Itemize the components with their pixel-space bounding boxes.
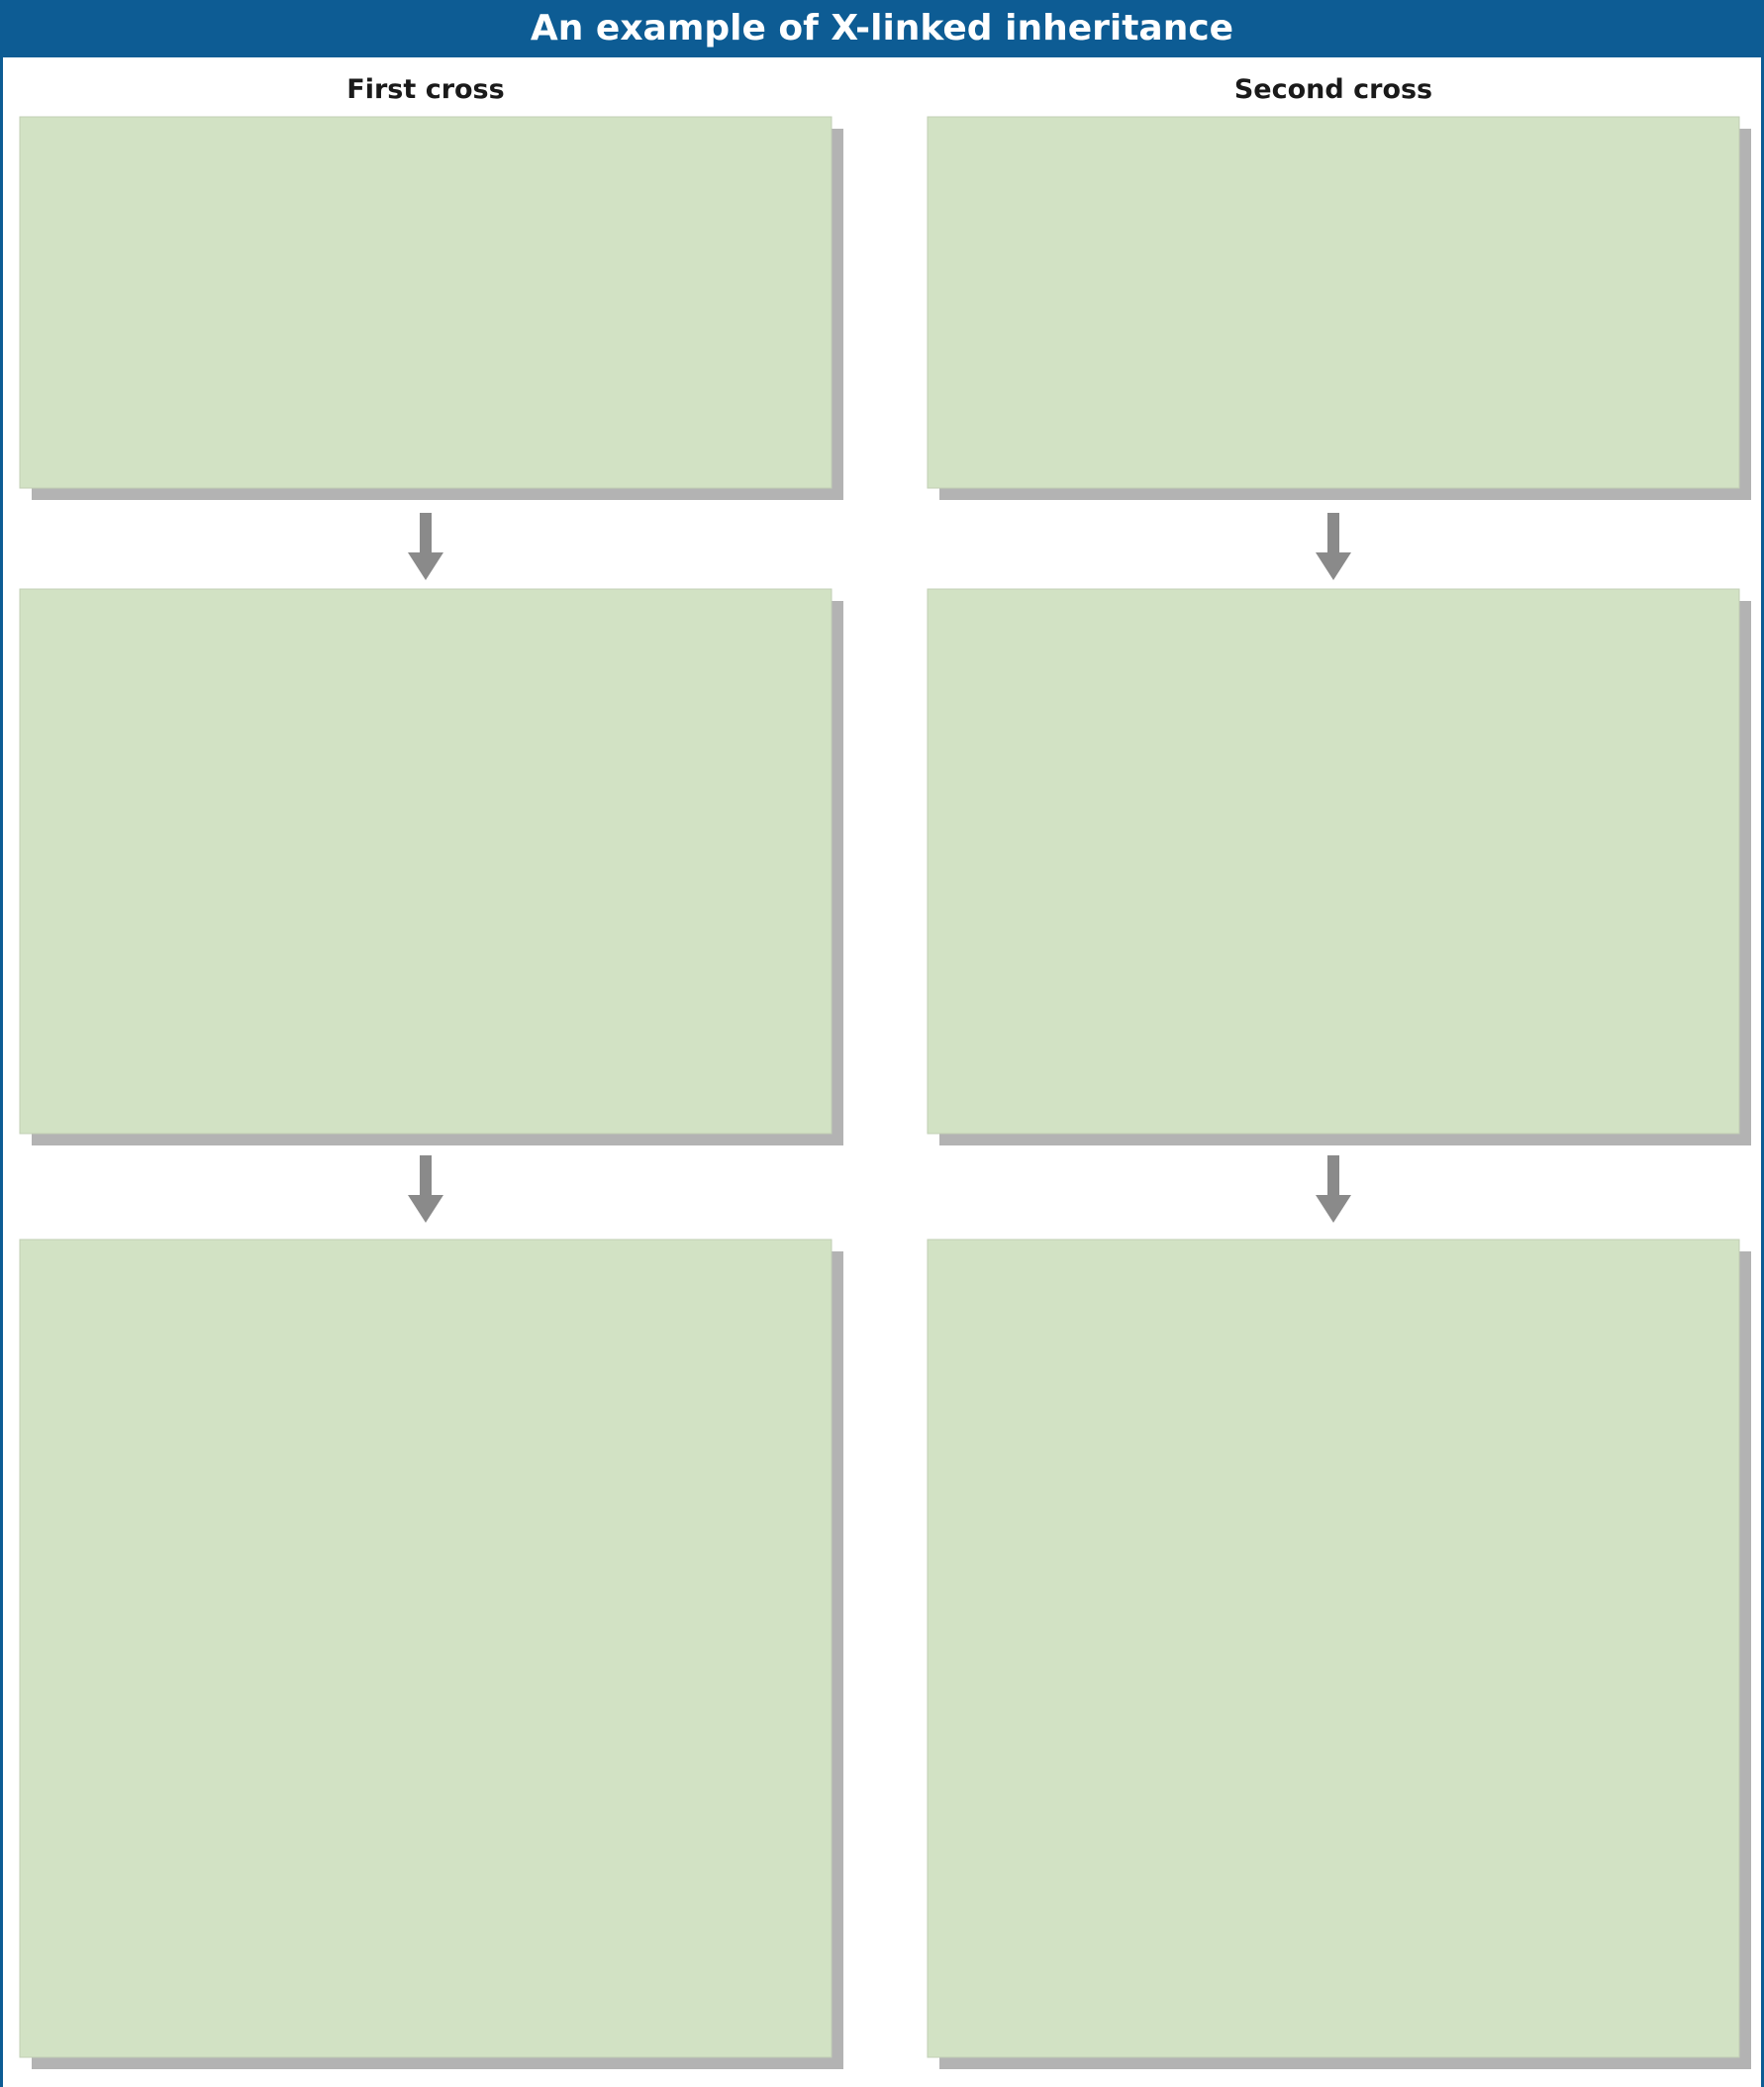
arrow-head — [408, 1195, 443, 1223]
first-cross-heading: First cross — [346, 74, 504, 105]
down-arrow — [408, 513, 443, 580]
second-cross-heading: Second cross — [1234, 74, 1432, 105]
down-arrow — [1316, 513, 1351, 580]
arrow-head — [408, 552, 443, 580]
down-arrow — [1316, 1155, 1351, 1223]
p-panel — [19, 116, 833, 489]
down-arrow — [408, 1155, 443, 1223]
arrow-shaft — [420, 513, 432, 554]
f2-panel — [19, 1239, 833, 2058]
f1-panel — [19, 588, 833, 1135]
arrow-head — [1316, 1195, 1351, 1223]
arrow-shaft — [1327, 1155, 1339, 1197]
frame-right-border — [1761, 57, 1764, 2087]
frame-left-border — [0, 57, 3, 2087]
f2-panel — [927, 1239, 1740, 2058]
figure-title: An example of X-linked inheritance — [0, 0, 1764, 57]
arrow-shaft — [1327, 513, 1339, 554]
arrow-shaft — [420, 1155, 432, 1197]
p-panel — [927, 116, 1740, 489]
arrow-head — [1316, 552, 1351, 580]
f1-panel — [927, 588, 1740, 1135]
